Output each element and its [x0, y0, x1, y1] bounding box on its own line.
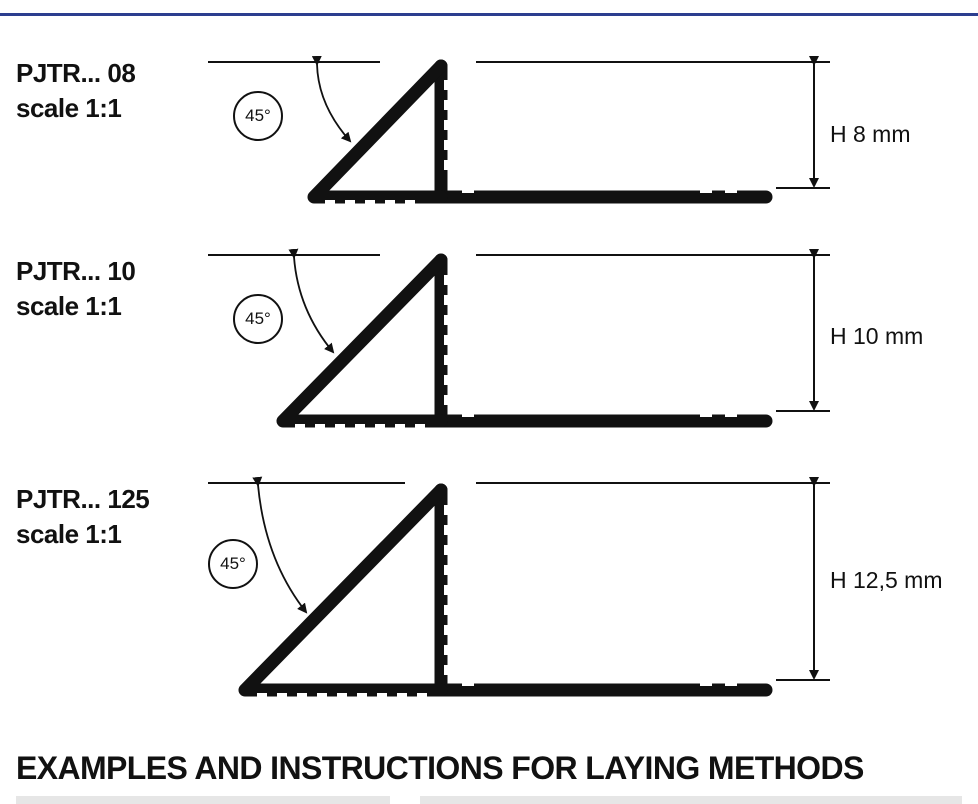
- top-rule: [0, 0, 978, 16]
- profile-scale: scale 1:1: [16, 519, 122, 549]
- angle-badge-08: 45°: [233, 91, 283, 141]
- image-strip-right: [420, 796, 962, 804]
- profile-code: PJTR... 08: [16, 58, 136, 88]
- angle-badge-10: 45°: [233, 294, 283, 344]
- profile-code: PJTR... 10: [16, 256, 136, 286]
- profile-drawing-10: [208, 248, 830, 430]
- profile-scale: scale 1:1: [16, 291, 122, 321]
- profile-scale: scale 1:1: [16, 93, 122, 123]
- height-label-08: H 8 mm: [830, 121, 911, 147]
- height-label-10: H 10 mm: [830, 323, 924, 349]
- profile-drawing-125: [208, 476, 830, 699]
- profile-label-125: PJTR... 125 scale 1:1: [16, 482, 150, 552]
- profile-label-10: PJTR... 10 scale 1:1: [16, 254, 136, 324]
- image-strip-left: [16, 796, 390, 804]
- profile-drawing-08: [208, 55, 830, 206]
- profile-code: PJTR... 125: [16, 484, 150, 514]
- profile-label-08: PJTR... 08 scale 1:1: [16, 56, 136, 126]
- angle-badge-125: 45°: [208, 539, 258, 589]
- section-heading: EXAMPLES AND INSTRUCTIONS FOR LAYING MET…: [16, 750, 864, 786]
- height-label-125: H 12,5 mm: [830, 567, 943, 593]
